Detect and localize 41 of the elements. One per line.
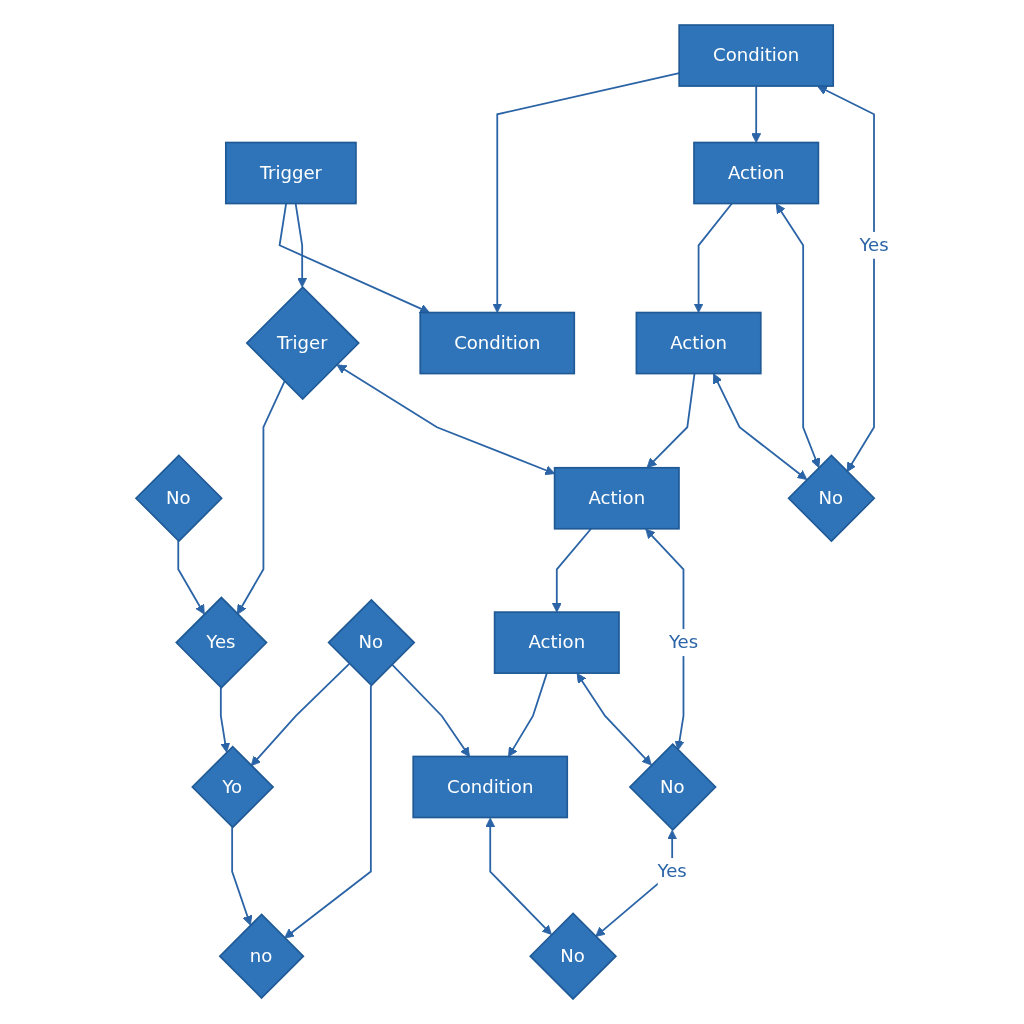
arrow [484, 817, 552, 935]
arrow [644, 528, 685, 751]
node-diamond: no [218, 913, 305, 1000]
arrow [390, 663, 470, 757]
node-box: Condition [419, 311, 575, 375]
node-diamond: No [787, 454, 876, 543]
node-box: Condition [412, 755, 568, 819]
edge-label: Yes [668, 631, 698, 653]
node-diamond: Triger [245, 285, 360, 401]
arrow [278, 202, 430, 314]
arrow [775, 203, 820, 468]
node-box: Action [635, 311, 762, 375]
node-diamond: No [628, 743, 717, 831]
arrow [750, 85, 761, 143]
node-diamond: Yes [174, 596, 268, 689]
node-box: Condition [678, 24, 834, 87]
edge-label: Yes [657, 860, 687, 882]
node-diamond: No [528, 912, 617, 1001]
arrow [230, 826, 252, 926]
arrow [507, 672, 548, 757]
arrow [551, 527, 592, 613]
node-box: Action [553, 466, 680, 530]
arrow [283, 684, 372, 939]
arrow [576, 673, 652, 766]
arrow [219, 686, 230, 753]
node-diamond: Yo [190, 745, 274, 829]
node-diamond: No [327, 598, 416, 687]
node-box: Action [493, 611, 620, 674]
arrow [712, 373, 807, 480]
node-box: Action [692, 141, 819, 205]
arrow [693, 202, 733, 313]
arrow [646, 372, 696, 469]
node-diamond: No [134, 454, 223, 543]
arrow [177, 540, 205, 615]
edge-label: Yes [859, 234, 889, 256]
arrow [294, 202, 307, 288]
arrow [250, 662, 350, 767]
arrow [336, 364, 555, 475]
arrow [817, 85, 875, 473]
arrow [236, 380, 286, 615]
node-box: Trigger [224, 141, 357, 205]
